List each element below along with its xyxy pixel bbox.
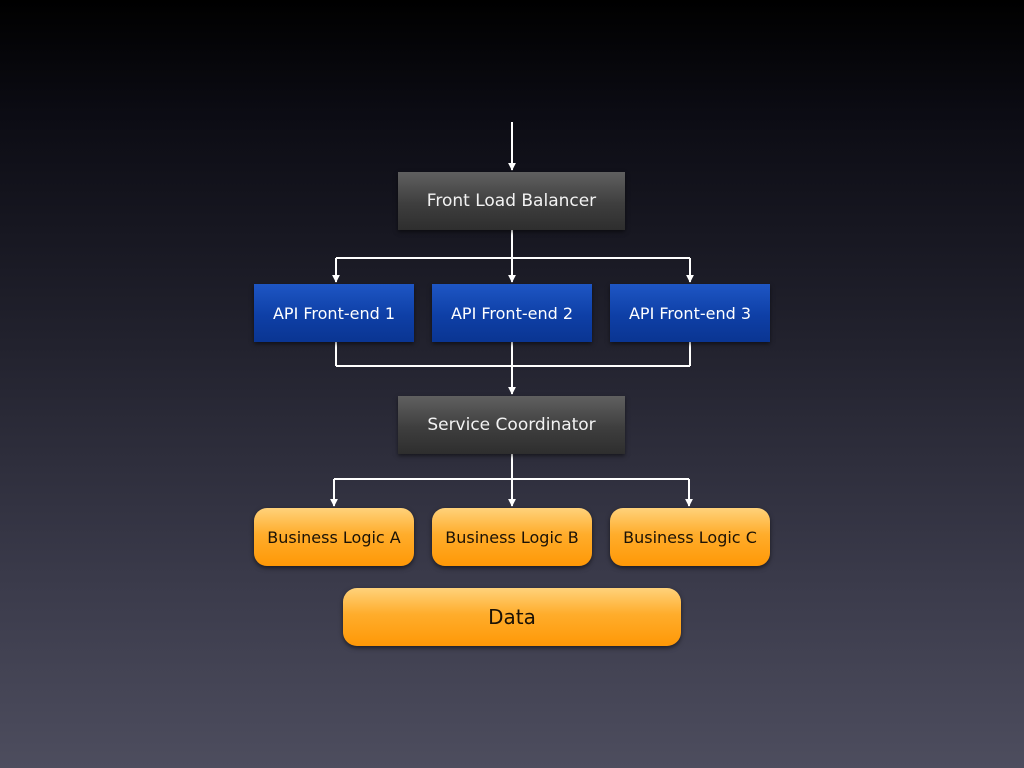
api-frontend-1-box: API Front-end 1 [254,284,414,342]
api-frontend-2-label: API Front-end 2 [450,303,574,323]
api-frontend-3-label: API Front-end 3 [628,303,752,323]
business-logic-c-label: Business Logic C [623,527,757,547]
service-coordinator-box: Service Coordinator [398,396,625,454]
business-logic-a-box: Business Logic A [254,508,414,566]
front-load-balancer-label: Front Load Balancer [426,191,597,211]
service-coordinator-label: Service Coordinator [427,415,596,435]
business-logic-a-label: Business Logic A [267,527,401,547]
api-frontend-1-label: API Front-end 1 [272,303,396,323]
business-logic-c-box: Business Logic C [610,508,770,566]
data-label: Data [488,605,536,629]
api-frontend-2-box: API Front-end 2 [432,284,592,342]
business-logic-b-box: Business Logic B [432,508,592,566]
data-box: Data [343,588,681,646]
front-load-balancer-box: Front Load Balancer [398,172,625,230]
business-logic-b-label: Business Logic B [445,527,579,547]
api-frontend-3-box: API Front-end 3 [610,284,770,342]
